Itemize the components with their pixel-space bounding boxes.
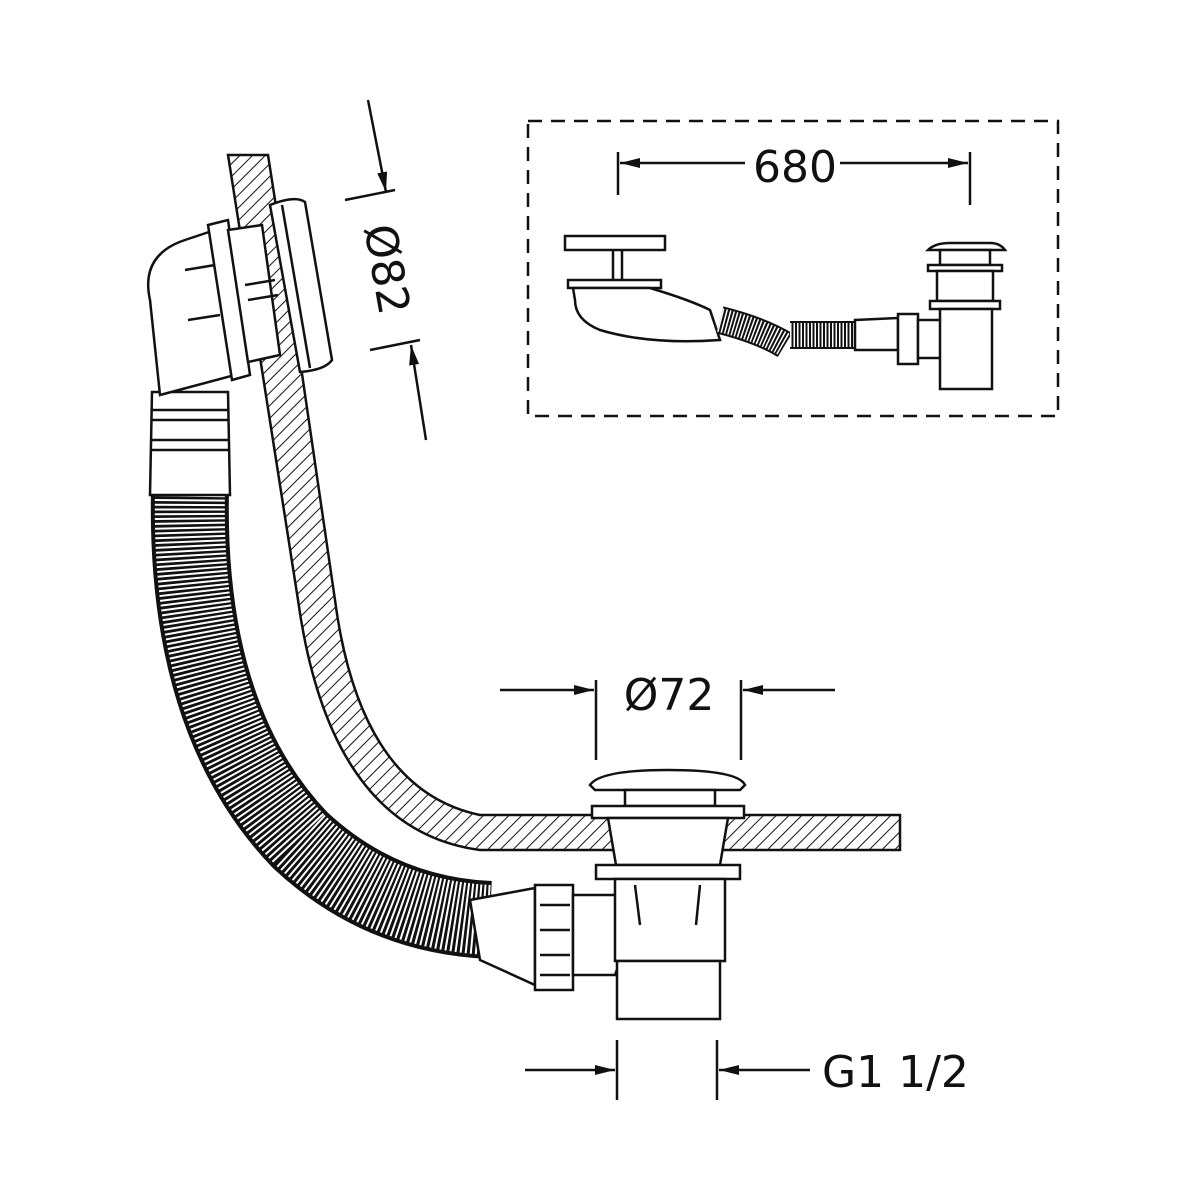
bath-wall-section (226, 153, 902, 852)
overflow-dimension (344, 99, 428, 441)
inset-length-label: 680 (753, 142, 837, 193)
drain-assembly (588, 768, 747, 1021)
inset-overview (526, 119, 1060, 418)
overflow-cap (206, 197, 334, 382)
hose-connector (468, 883, 632, 992)
thread-dimension (525, 1040, 810, 1100)
overflow-diameter-label: Ø82 (353, 220, 419, 318)
thread-size-label: G1 1/2 (822, 1047, 969, 1098)
drain-diameter-label: Ø72 (624, 670, 715, 721)
drain-dimension (500, 680, 835, 760)
corrugated-hose (150, 489, 493, 959)
